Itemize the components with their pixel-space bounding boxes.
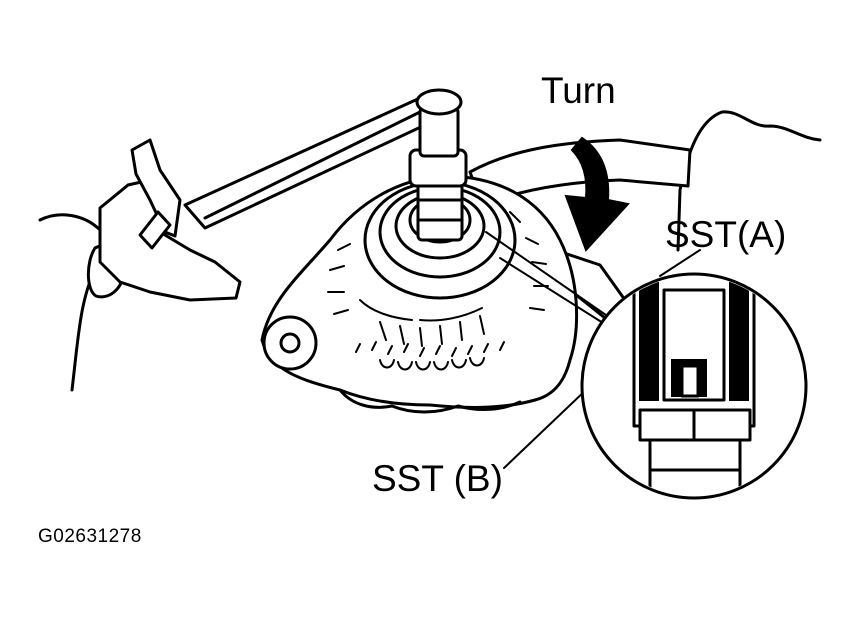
- turn-arrow: [564, 136, 630, 252]
- turn-label: Turn: [541, 70, 616, 111]
- sst-b-label: SST (B): [372, 458, 503, 499]
- detail-magnifier: [580, 272, 808, 500]
- sst-a-label: SST(A): [665, 214, 787, 255]
- figure-code: G02631278: [38, 526, 142, 547]
- pulley-nut-socket: [408, 88, 468, 242]
- right-hand: [676, 110, 822, 252]
